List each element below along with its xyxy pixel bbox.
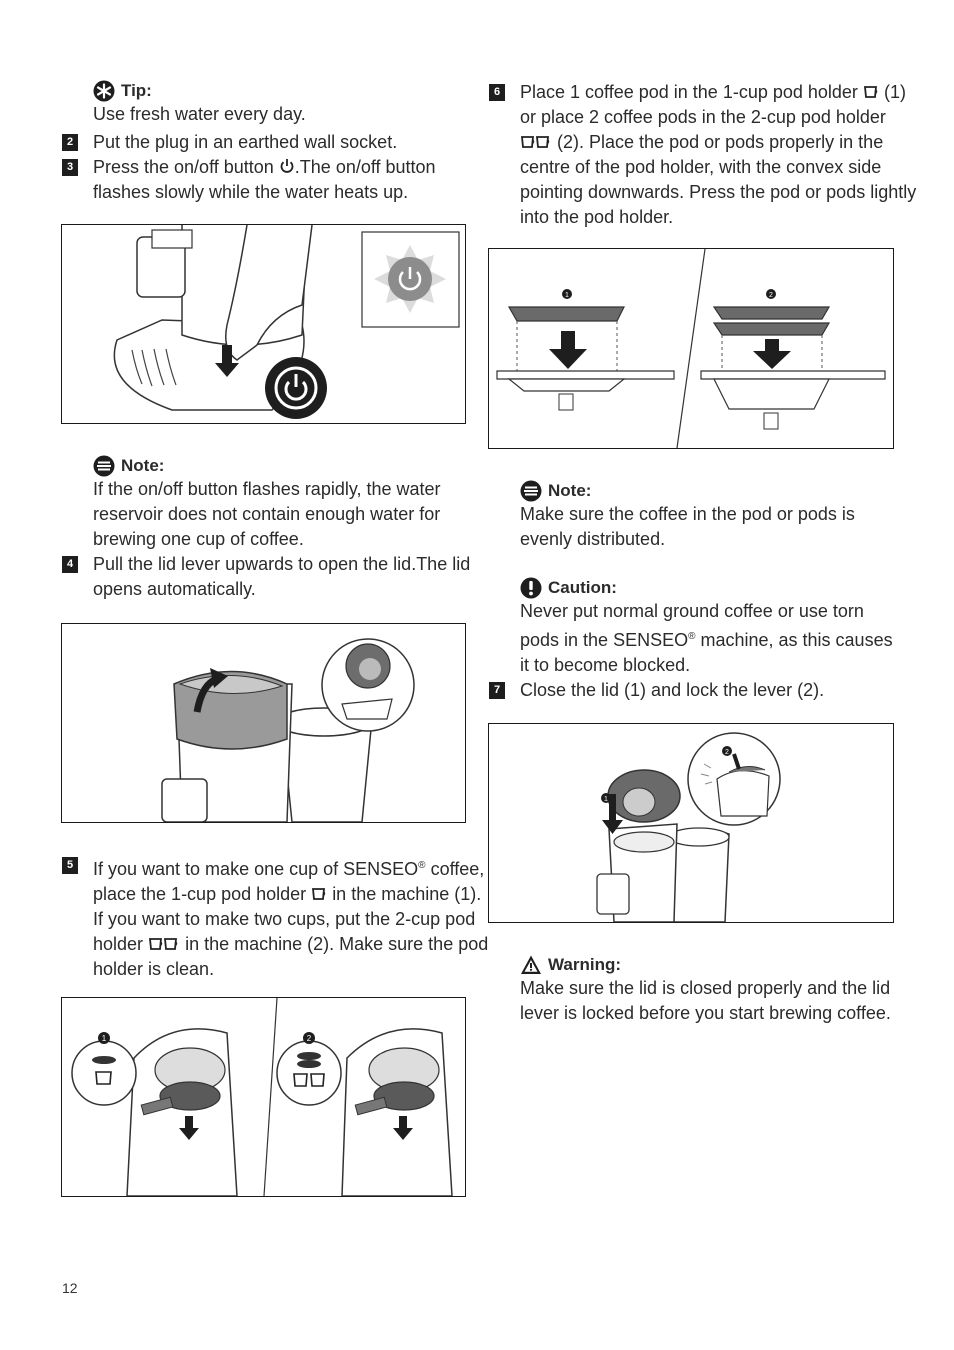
warning-heading-text: Warning: — [548, 955, 622, 974]
step-number: 2 — [62, 134, 78, 151]
note-heading-text: Note: — [121, 456, 165, 475]
callout-2: 2 — [769, 292, 773, 299]
step-text-part: (1) or place 2 coffee pods in the 2-cup … — [520, 82, 906, 127]
step-text: Close the lid (1) and lock the lever (2)… — [520, 680, 825, 700]
warning-block: Warning: Make sure the lid is closed pro… — [489, 954, 900, 1026]
note-block-1: Note: If the on/off button flashes rapid… — [62, 455, 472, 602]
caution-heading: Caution: — [520, 577, 899, 599]
illustration-open-lid — [161, 638, 415, 823]
note-icon — [93, 455, 115, 477]
illustration-machine-power — [113, 224, 460, 419]
step-text-part: Place 1 coffee pod in the 1-cup pod hold… — [520, 82, 858, 102]
page-number: 12 — [62, 1280, 78, 1296]
step-text-part: .The on/off button flashes slowly while … — [93, 157, 436, 202]
step-text-part: Press the on/off button — [93, 157, 279, 177]
note-block-2: Note: Make sure the coffee in the pod or… — [489, 480, 899, 552]
step-text-part: in the machine (2). Make sure the pod ho… — [93, 934, 489, 979]
caution-heading-text: Caution: — [548, 578, 617, 597]
warning-text: Make sure the lid is closed properly and… — [520, 978, 891, 1023]
tip-asterisk-icon — [93, 80, 115, 102]
caution-text: Never put normal ground coffee or use to… — [520, 599, 899, 678]
note-icon — [520, 480, 542, 502]
step-number: 3 — [62, 159, 78, 176]
note-text: If the on/off button flashes rapidly, th… — [93, 479, 441, 549]
tip-heading-text: Tip: — [121, 81, 152, 100]
callout-2: 2 — [725, 749, 729, 756]
caution-text-part: Never put normal ground coffee or use to… — [520, 601, 864, 650]
figure-place-pods: 1 2 — [488, 248, 894, 449]
step-number: 6 — [489, 84, 505, 101]
warning-triangle-icon — [521, 955, 541, 974]
right-notes: Note: Make sure the coffee in the pod or… — [489, 480, 899, 703]
illustration-close-lid: 1 2 — [596, 732, 781, 923]
callout-1: 1 — [102, 1034, 107, 1043]
step-text-part: (2). Place the pod or pods properly in t… — [520, 132, 917, 227]
cup-icon — [312, 888, 326, 900]
cup-icon — [863, 86, 878, 98]
illustration-pod-holders: 1 2 — [71, 997, 453, 1197]
step-text-part: coffee, place the 1-cup pod holder — [93, 859, 485, 904]
step-7: 7 Close the lid (1) and lock the lever (… — [489, 678, 899, 703]
step-text: Press the on/off button .The on/off butt… — [93, 155, 493, 205]
step-number: 7 — [489, 682, 505, 699]
tip-block: Tip: Use fresh water every day. — [62, 80, 493, 127]
warning-heading: Warning: — [520, 954, 900, 976]
step-number: 4 — [62, 556, 78, 573]
step-3: 3 Press the on/off button .The on/off bu… — [62, 155, 493, 205]
step-text: Put the plug in an earthed wall socket. — [93, 132, 398, 152]
power-icon — [280, 159, 294, 173]
step-text: If you want to make one cup of SENSEO® c… — [93, 853, 493, 982]
figure-place-pod-holder: 1 2 — [61, 997, 466, 1197]
note-heading: Note: — [93, 455, 472, 477]
step-number: 5 — [62, 857, 78, 874]
step-text: Place 1 coffee pod in the 1-cup pod hold… — [520, 80, 920, 230]
caution-text-part: machine, as this causes it to become blo… — [520, 630, 893, 675]
step-5: 5 If you want to make one cup of SENSEO®… — [62, 853, 493, 982]
step-6: 6 Place 1 coffee pod in the 1-cup pod ho… — [489, 80, 920, 230]
figure-open-lid — [61, 623, 466, 823]
caution-block: Caution: Never put normal ground coffee … — [489, 577, 899, 678]
illustration-pods: 1 2 — [496, 248, 886, 449]
registered-mark: ® — [688, 631, 696, 642]
double-cup-icon — [521, 136, 550, 148]
callout-2: 2 — [307, 1034, 312, 1043]
figure-press-power-button — [61, 224, 466, 424]
figure-close-lid: 1 2 — [488, 723, 894, 923]
step-text-part: If you want to make one cup of SENSEO — [93, 859, 419, 879]
exclamation-icon — [520, 577, 542, 599]
callout-1: 1 — [604, 796, 608, 803]
tip-heading: Tip: — [93, 80, 493, 102]
note-text: Make sure the coffee in the pod or pods … — [520, 504, 855, 549]
note-heading: Note: — [520, 480, 899, 502]
step-text: Pull the lid lever upwards to open the l… — [93, 554, 471, 599]
step-4: 4 Pull the lid lever upwards to open the… — [62, 552, 472, 602]
callout-1: 1 — [565, 292, 569, 299]
note-heading-text: Note: — [548, 481, 592, 500]
double-cup-icon — [149, 938, 178, 950]
registered-mark: ® — [418, 860, 426, 871]
step-2: 2 Put the plug in an earthed wall socket… — [62, 130, 493, 155]
tip-text: Use fresh water every day. — [93, 104, 306, 124]
step-text-part: in the machine (1). If you want to make … — [93, 884, 482, 954]
